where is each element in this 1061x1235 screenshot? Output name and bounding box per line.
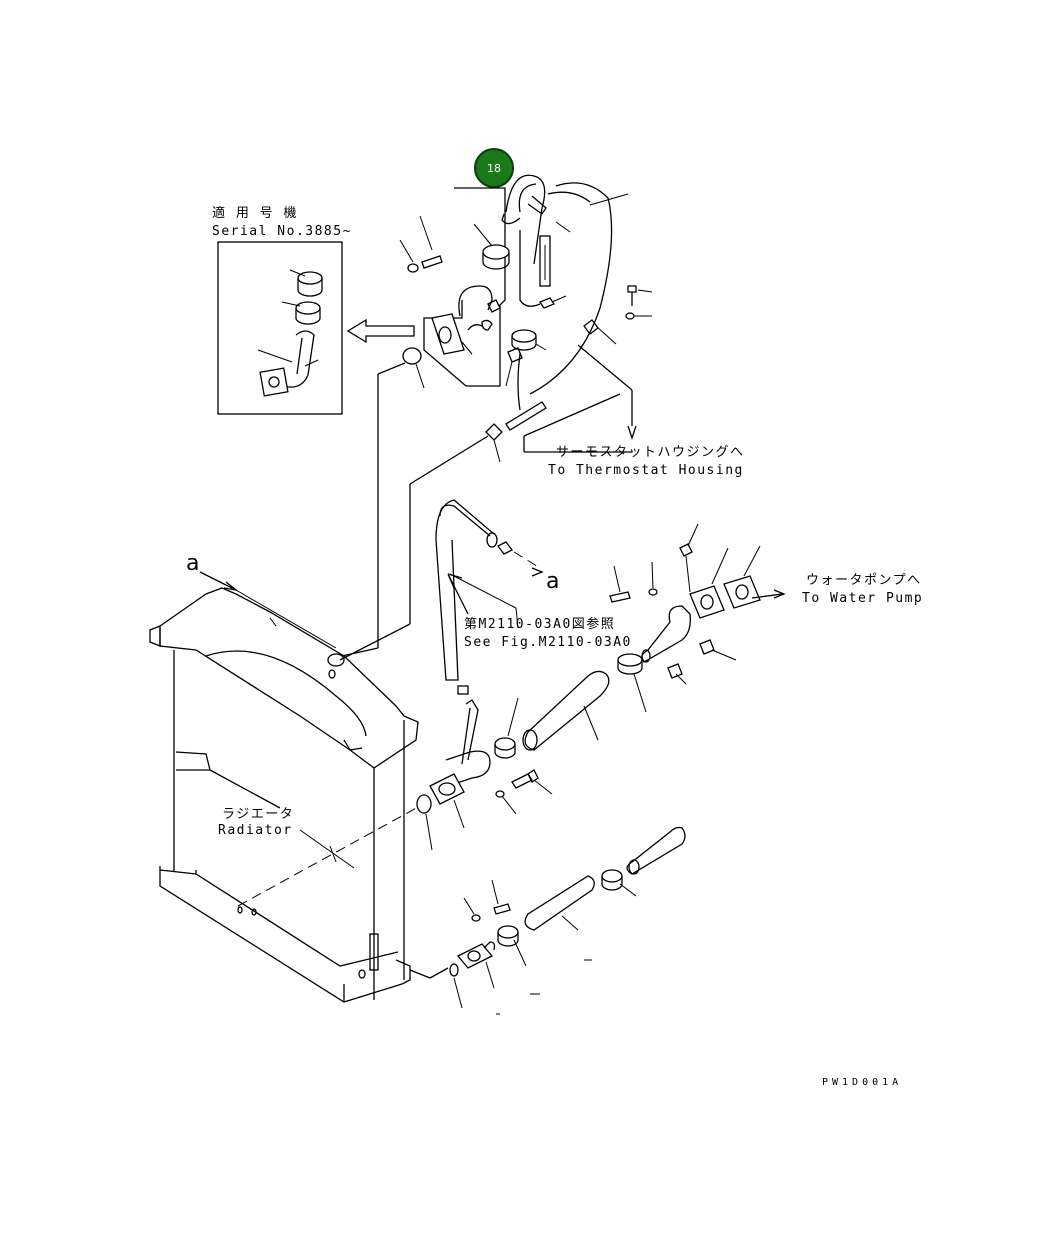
see-fig-label-en: See Fig.M2110-03A0 <box>464 635 632 650</box>
thermostat-label-en: To Thermostat Housing <box>548 463 744 478</box>
inset-arrow <box>346 318 415 344</box>
serial-number-label: Serial No.3885~ <box>212 224 352 239</box>
callout-number: 18 <box>487 162 501 175</box>
lower-pipes <box>409 826 686 1015</box>
radiator-label-en: Radiator <box>218 823 293 838</box>
drawing-code: PW1D001A <box>822 1077 902 1088</box>
middle-pipes: a 第M2110-03A0図参照 See Fig.M2110-03A0 <box>429 499 923 829</box>
water-pump-label-en: To Water Pump <box>802 591 923 606</box>
inset-box: 適 用 号 機 Serial No.3885~ <box>212 205 352 415</box>
callout-badge[interactable]: 18 <box>474 148 514 188</box>
water-pump-label-jp: ウォータポンプへ <box>806 573 922 588</box>
radiator-label-jp: ラジエータ <box>222 807 294 822</box>
thermostat-label-jp: サーモスタットハウジングへ <box>556 445 745 460</box>
ref-a-right: a <box>546 569 559 594</box>
upper-assembly: サーモスタットハウジングへ To Thermostat Housing <box>339 174 745 661</box>
see-fig-label-jp: 第M2110-03A0図参照 <box>464 616 615 632</box>
radiator: ラジエータ Radiator a <box>149 551 433 1003</box>
applicable-label-jp: 適 用 号 機 <box>212 205 298 221</box>
ref-a-top: a <box>186 551 199 576</box>
